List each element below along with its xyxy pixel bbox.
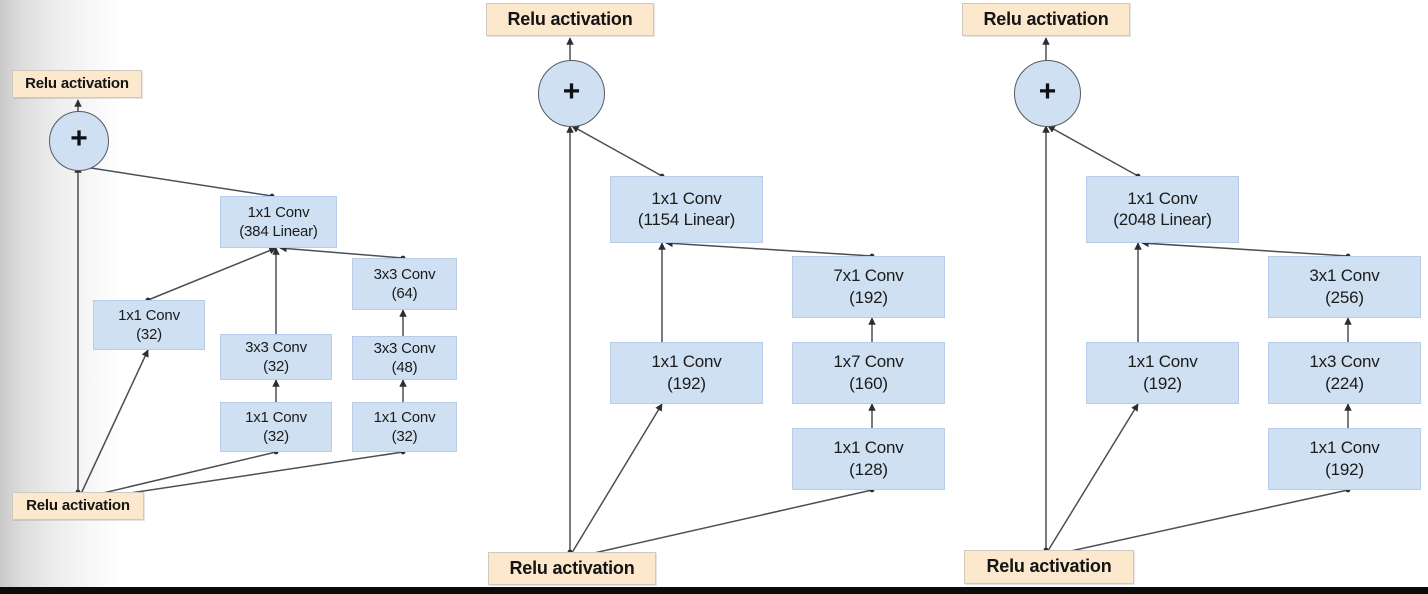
block-b-branch2-bottom-line1: 1x1 Conv (833, 438, 904, 458)
block-a-branch3-top-line1: 3x3 Conv (373, 265, 436, 283)
block-a-branch3-mid-conv[interactable]: 3x3 Conv (48) (352, 336, 457, 380)
block-c-branch2-mid-conv[interactable]: 1x3 Conv (224) (1268, 342, 1421, 404)
block-a-branch3-top-conv[interactable]: 3x3 Conv (64) (352, 258, 457, 310)
block-c-branch2-mid-line2: (224) (1325, 373, 1364, 393)
block-a-branch3-bottom-conv[interactable]: 1x1 Conv (32) (352, 402, 457, 452)
block-c-bottom-relu[interactable]: Relu activation (964, 550, 1134, 584)
block-b-bottom-relu[interactable]: Relu activation (488, 552, 656, 585)
block-a-sum-label: + (70, 122, 88, 155)
block-c-bottom-relu-label: Relu activation (986, 556, 1112, 577)
block-a-bottom-relu-label: Relu activation (26, 497, 130, 515)
block-b-sum-node[interactable]: + (538, 60, 605, 127)
block-a-bottom-relu[interactable]: Relu activation (12, 492, 144, 520)
block-a-branch3-mid-line2: (48) (391, 358, 418, 376)
block-a-branch1-conv[interactable]: 1x1 Conv (32) (93, 300, 205, 350)
block-c-branch2-bottom-line2: (192) (1325, 459, 1364, 479)
block-b-branch1-conv-line2: (192) (667, 373, 706, 393)
block-a-branch2-bottom-conv[interactable]: 1x1 Conv (32) (220, 402, 332, 452)
block-c-branch2-top-conv[interactable]: 3x1 Conv (256) (1268, 256, 1421, 318)
block-a-branch2-top-line2: (32) (263, 357, 289, 375)
block-c-branch1-conv-line1: 1x1 Conv (1127, 352, 1198, 372)
block-a-top-relu-label: Relu activation (25, 75, 129, 93)
block-a-sum-node[interactable]: + (49, 111, 109, 171)
block-c-sum-node[interactable]: + (1014, 60, 1081, 127)
block-a-branch3-bottom-line2: (32) (391, 427, 418, 445)
block-c-sum-label: + (1038, 74, 1057, 108)
block-b-merge-conv-line2: (1154 Linear) (637, 210, 736, 229)
block-a-branch2-bottom-line1: 1x1 Conv (245, 408, 307, 426)
block-c-branch2-bottom-conv[interactable]: 1x1 Conv (192) (1268, 428, 1421, 490)
block-a-top-relu[interactable]: Relu activation (12, 70, 142, 98)
block-b-branch2-top-conv[interactable]: 7x1 Conv (192) (792, 256, 945, 318)
block-c-top-relu-label: Relu activation (983, 8, 1109, 29)
block-c-branch2-mid-line1: 1x3 Conv (1309, 352, 1380, 372)
block-b-branch2-mid-line1: 1x7 Conv (833, 352, 904, 372)
block-c-merge-conv[interactable]: 1x1 Conv (2048 Linear) (1086, 176, 1239, 243)
block-b-branch1-conv-line1: 1x1 Conv (651, 352, 722, 372)
block-c-branch1-conv[interactable]: 1x1 Conv (192) (1086, 342, 1239, 404)
block-b-branch1-conv[interactable]: 1x1 Conv (192) (610, 342, 763, 404)
block-b-top-relu-label: Relu activation (507, 8, 633, 29)
block-a-merge-conv-line2: (384 Linear) (239, 222, 318, 240)
block-a-branch3-mid-line1: 3x3 Conv (373, 339, 436, 357)
block-c-branch2-bottom-line1: 1x1 Conv (1309, 438, 1380, 458)
block-a-branch2-top-line1: 3x3 Conv (245, 338, 307, 356)
block-c-branch2-top-line2: (256) (1325, 287, 1364, 307)
block-a-merge-conv-line1: 1x1 Conv (247, 203, 310, 221)
block-b-branch2-top-line2: (192) (849, 287, 888, 307)
block-b-branch2-mid-line2: (160) (849, 373, 888, 393)
block-b-bottom-relu-label: Relu activation (509, 557, 635, 578)
block-b-top-relu[interactable]: Relu activation (486, 3, 654, 36)
block-b-branch2-bottom-line2: (128) (849, 459, 888, 479)
block-c-merge-conv-line1: 1x1 Conv (1127, 188, 1198, 208)
block-c-top-relu[interactable]: Relu activation (962, 3, 1130, 36)
block-b-branch2-bottom-conv[interactable]: 1x1 Conv (128) (792, 428, 945, 490)
block-a-branch1-conv-line1: 1x1 Conv (118, 306, 180, 324)
block-c-branch1-conv-line2: (192) (1143, 373, 1182, 393)
block-b-sum-label: + (562, 74, 581, 108)
block-c-branch2-top-line1: 3x1 Conv (1309, 266, 1380, 286)
block-a-branch2-top-conv[interactable]: 3x3 Conv (32) (220, 334, 332, 380)
bottom-black-bar (0, 587, 1428, 594)
block-a-merge-conv[interactable]: 1x1 Conv (384 Linear) (220, 196, 337, 248)
block-a-branch1-conv-line2: (32) (136, 325, 162, 343)
block-b-branch2-mid-conv[interactable]: 1x7 Conv (160) (792, 342, 945, 404)
block-a-branch3-top-line2: (64) (391, 284, 418, 302)
block-a-branch3-bottom-line1: 1x1 Conv (373, 408, 436, 426)
block-b-merge-conv-line1: 1x1 Conv (651, 188, 722, 208)
block-c-merge-conv-line2: (2048 Linear) (1113, 210, 1212, 229)
block-b-merge-conv[interactable]: 1x1 Conv (1154 Linear) (610, 176, 763, 243)
block-b-branch2-top-line1: 7x1 Conv (833, 266, 904, 286)
block-a-branch2-bottom-line2: (32) (263, 427, 289, 445)
